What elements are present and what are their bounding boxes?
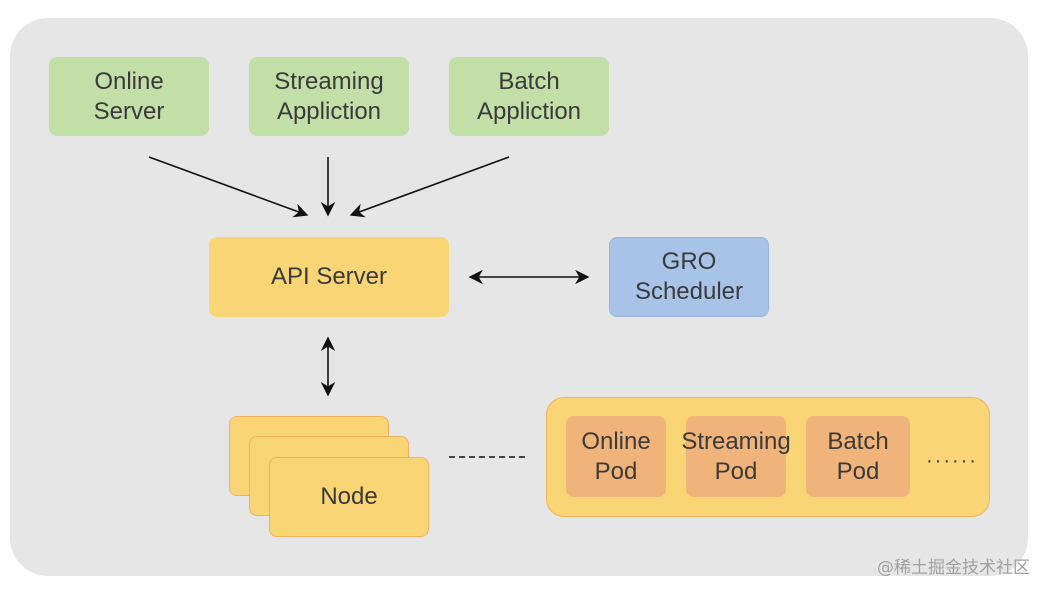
batch-pod: Batch Pod [806,416,910,497]
api-server-box: API Server [209,237,449,317]
watermark: @稀土掘金技术社区 [877,558,1030,578]
more-pods-ellipsis: ······ [926,450,978,472]
batch-application-box: Batch Appliction [449,57,609,136]
gro-scheduler-box: GRO Scheduler [609,237,769,317]
node-box-front: Node [269,457,429,537]
online-pod: Online Pod [566,416,666,497]
online-server-box: Online Server [49,57,209,136]
streaming-application-box: Streaming Appliction [249,57,409,136]
streaming-pod: Streaming Pod [681,416,791,497]
